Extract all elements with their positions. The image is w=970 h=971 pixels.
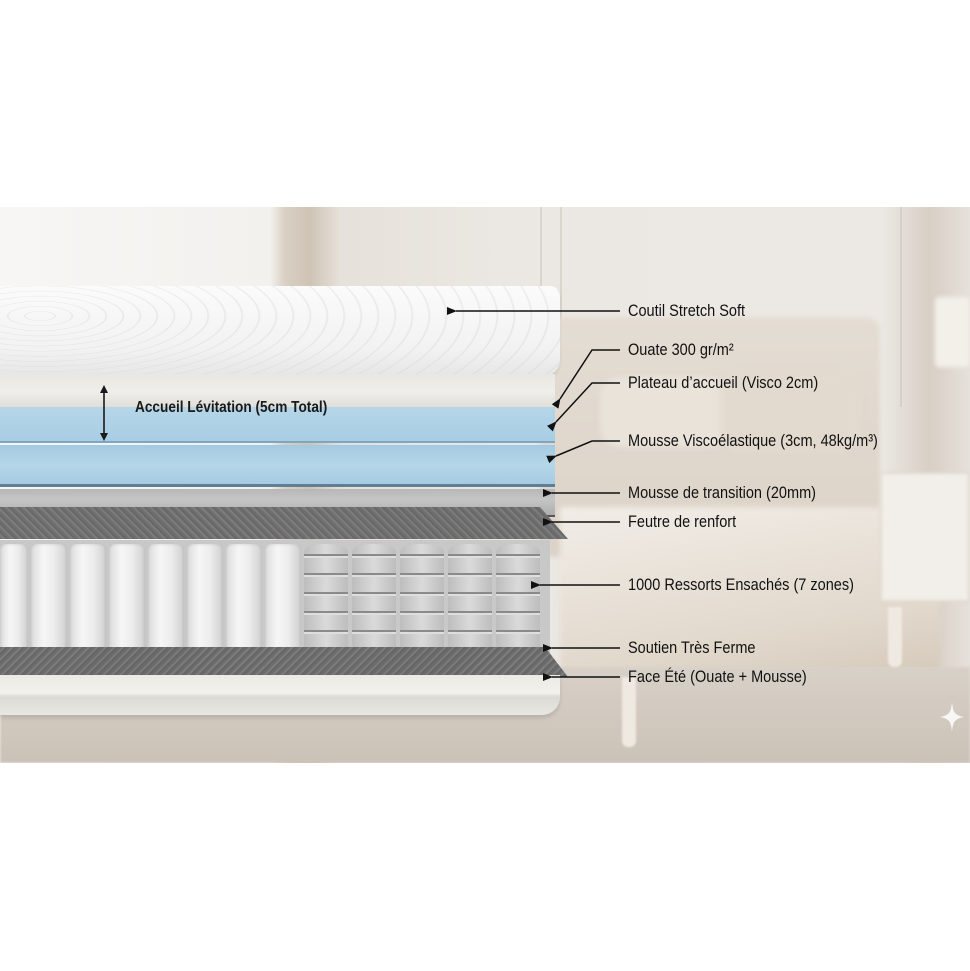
layer-plateau-accueil bbox=[0, 407, 555, 443]
layer-coutil-stretch-soft bbox=[0, 286, 560, 376]
callout-plateau-accueil: Plateau d’accueil (Visco 2cm) bbox=[628, 374, 819, 392]
spring-pocket bbox=[187, 544, 223, 656]
pillow bbox=[720, 372, 860, 452]
spring-coil bbox=[400, 544, 444, 656]
spring-pocket bbox=[70, 544, 106, 656]
callout-ressorts-ensaches: 1000 Ressorts Ensachés (7 zones) bbox=[628, 576, 854, 594]
lamp bbox=[935, 297, 970, 367]
spring-pocket bbox=[148, 544, 184, 656]
layer-ressorts-ensaches bbox=[0, 540, 550, 660]
callout-coutil-stretch-soft: Coutil Stretch Soft bbox=[628, 302, 746, 320]
wall-molding bbox=[560, 207, 562, 407]
wall-molding bbox=[900, 207, 902, 407]
spring-coil bbox=[304, 544, 348, 656]
callout-ouate: Ouate 300 gr/m² bbox=[628, 341, 734, 359]
callout-mousse-transition: Mousse de transition (20mm) bbox=[628, 484, 817, 502]
sparkle-icon bbox=[940, 702, 964, 732]
double-arrow-icon bbox=[100, 385, 108, 441]
spring-pocket bbox=[226, 544, 262, 656]
callout-feutre-renfort: Feutre de renfort bbox=[628, 513, 737, 531]
layer-ouate bbox=[0, 374, 555, 410]
layer-feutre-renfort bbox=[0, 507, 568, 539]
nightstand-leg bbox=[888, 607, 902, 667]
callout-mousse-viscoelastique: Mousse Viscoélastique (3cm, 48kg/m³) bbox=[628, 432, 878, 450]
pillow bbox=[600, 377, 730, 447]
mattress-photo: Accueil Lévitation (5cm Total) Coutil St… bbox=[0, 207, 970, 763]
spring-pocket bbox=[31, 544, 67, 656]
spring-pocket bbox=[109, 544, 145, 656]
spring-coil bbox=[448, 544, 492, 656]
spring-pocket bbox=[265, 544, 301, 656]
spring-coil bbox=[352, 544, 396, 656]
callout-soutien-tres-ferme: Soutien Très Ferme bbox=[628, 639, 756, 657]
nightstand bbox=[880, 472, 970, 602]
spring-coil bbox=[496, 544, 540, 656]
callout-face-ete: Face Été (Ouate + Mousse) bbox=[628, 668, 807, 686]
bed-leg bbox=[622, 677, 636, 747]
levitation-label: Accueil Lévitation (5cm Total) bbox=[135, 399, 328, 416]
layer-soutien-tres-ferme bbox=[0, 647, 568, 677]
layer-mousse-viscoelastique bbox=[0, 445, 555, 487]
spring-pocket bbox=[0, 544, 28, 656]
layer-face-ete bbox=[0, 675, 560, 715]
